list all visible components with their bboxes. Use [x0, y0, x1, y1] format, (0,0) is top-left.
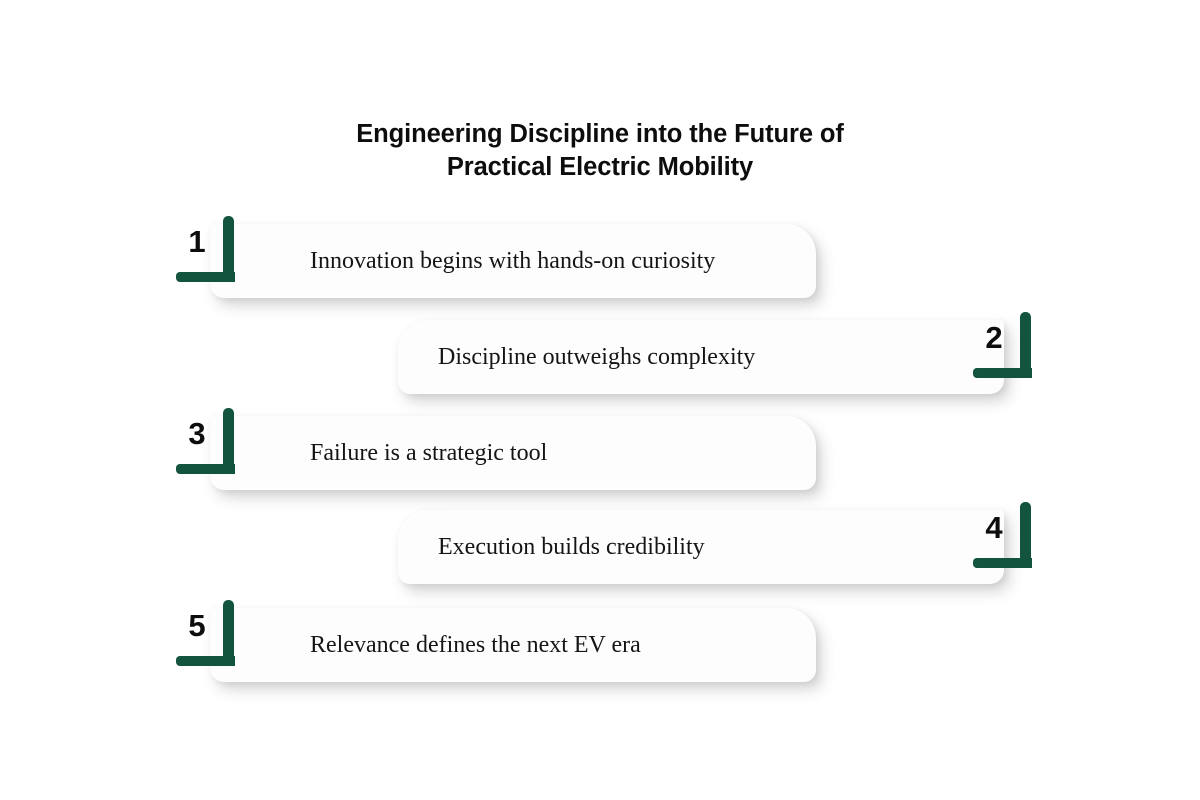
bracket-vertical-icon: [1020, 502, 1031, 560]
list-item[interactable]: Failure is a strategic tool 3: [176, 408, 816, 504]
item-number-marker: 4: [973, 502, 1035, 570]
item-number-marker: 5: [176, 600, 238, 668]
list-item[interactable]: Discipline outweighs complexity 2: [390, 312, 1035, 408]
item-card[interactable]: Failure is a strategic tool: [210, 416, 816, 490]
item-number: 2: [985, 319, 1003, 355]
bracket-horizontal-icon: [176, 272, 235, 282]
page-title: Engineering Discipline into the Future o…: [356, 120, 844, 181]
item-label: Innovation begins with hands-on curiosit…: [310, 247, 716, 274]
bracket-horizontal-icon: [973, 368, 1032, 378]
list-item[interactable]: Execution builds credibility 4: [390, 502, 1035, 598]
item-number-marker: 1: [176, 216, 238, 284]
list-item[interactable]: Innovation begins with hands-on curiosit…: [176, 216, 816, 312]
item-card[interactable]: Relevance defines the next EV era: [210, 608, 816, 682]
item-number: 5: [188, 607, 206, 643]
item-number-marker: 3: [176, 408, 238, 476]
bracket-vertical-icon: [223, 216, 234, 274]
bracket-vertical-icon: [1020, 312, 1031, 370]
item-label: Failure is a strategic tool: [310, 439, 548, 466]
item-number: 1: [188, 223, 206, 259]
bracket-horizontal-icon: [973, 558, 1032, 568]
item-label: Relevance defines the next EV era: [310, 631, 641, 658]
bracket-horizontal-icon: [176, 464, 235, 474]
item-number: 3: [188, 415, 206, 451]
item-card[interactable]: Execution builds credibility: [398, 510, 1004, 584]
bracket-vertical-icon: [223, 600, 234, 658]
bracket-horizontal-icon: [176, 656, 235, 666]
item-label: Execution builds credibility: [438, 533, 705, 560]
item-number-marker: 2: [973, 312, 1035, 380]
item-number: 4: [985, 509, 1003, 545]
item-label: Discipline outweighs complexity: [438, 343, 756, 370]
item-card[interactable]: Discipline outweighs complexity: [398, 320, 1004, 394]
bracket-vertical-icon: [223, 408, 234, 466]
item-card[interactable]: Innovation begins with hands-on curiosit…: [210, 224, 816, 298]
list-item[interactable]: Relevance defines the next EV era 5: [176, 600, 816, 696]
